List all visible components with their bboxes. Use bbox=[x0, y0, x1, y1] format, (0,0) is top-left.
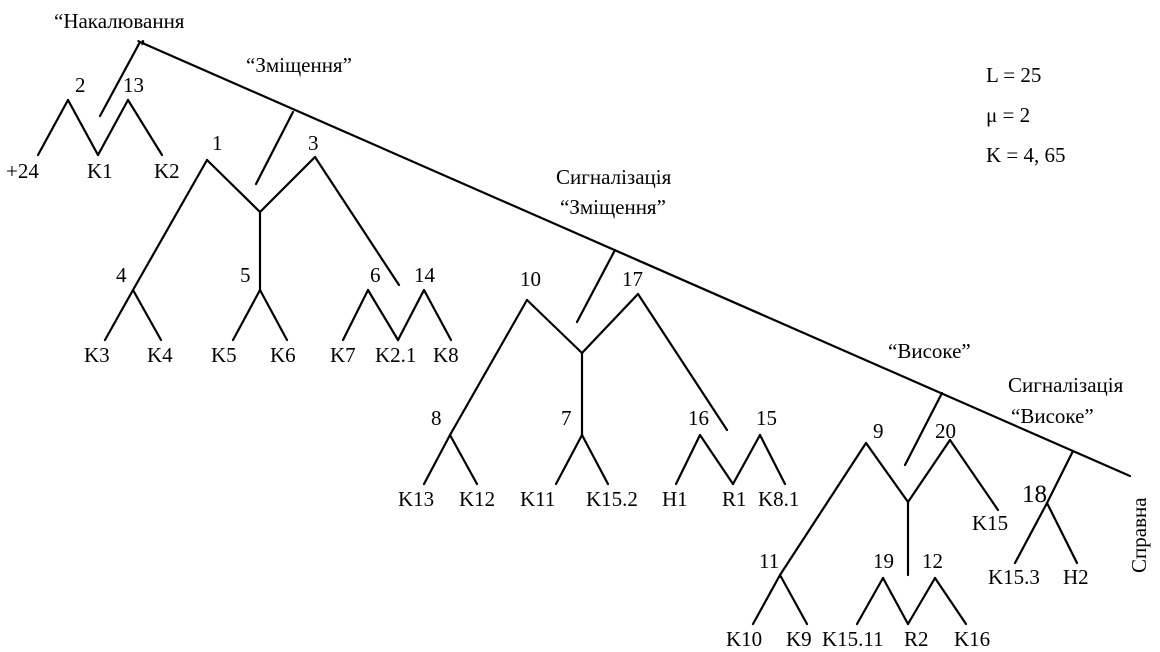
leaf-H2: H2 bbox=[1063, 565, 1089, 589]
label-signal-vysoke-2: “Високе” bbox=[1011, 404, 1094, 428]
leaf-K13: K13 bbox=[398, 487, 434, 511]
branch-vysoke bbox=[751, 391, 1000, 626]
leaf-K15-2: K15.2 bbox=[586, 487, 638, 511]
param-K: K = 4, 65 bbox=[986, 143, 1066, 167]
node-10: 10 bbox=[520, 267, 541, 291]
node-5: 5 bbox=[240, 263, 251, 287]
node-1: 1 bbox=[212, 131, 223, 155]
leaf-K8-1: K8.1 bbox=[758, 487, 799, 511]
leaf-K7: K7 bbox=[330, 343, 356, 367]
leaf-K12: K12 bbox=[459, 487, 495, 511]
branch-zmishchennia bbox=[103, 110, 453, 342]
node-17: 17 bbox=[622, 267, 643, 291]
leaf-K15: K15 bbox=[972, 511, 1008, 535]
leaf-K16: K16 bbox=[954, 627, 990, 651]
leaf-K8: K8 bbox=[433, 343, 459, 367]
leaf-K2-1: K2.1 bbox=[375, 343, 416, 367]
branch-signal-zmishchennia bbox=[422, 248, 787, 486]
leaf-K3: K3 bbox=[84, 343, 110, 367]
leaf-K1: K1 bbox=[87, 159, 113, 183]
leaf-K4: K4 bbox=[147, 343, 173, 367]
node-16: 16 bbox=[688, 406, 709, 430]
node-13: 13 bbox=[123, 73, 144, 97]
node-19: 19 bbox=[873, 549, 894, 573]
node-2: 2 bbox=[75, 73, 86, 97]
node-18: 18 bbox=[1022, 481, 1047, 508]
leaf-K10: K10 bbox=[726, 627, 762, 651]
node-12: 12 bbox=[922, 549, 943, 573]
leaf-K6: K6 bbox=[270, 343, 296, 367]
label-signal-zmishchennia-1: Сигналізація bbox=[556, 165, 672, 189]
leaf-K11: K11 bbox=[520, 487, 555, 511]
node-9: 9 bbox=[873, 419, 884, 443]
branch-signal-vysoke bbox=[1013, 449, 1079, 565]
node-6: 6 bbox=[370, 263, 381, 287]
label-spravna: Справна bbox=[1127, 497, 1151, 573]
leaf-K2: K2 bbox=[154, 159, 180, 183]
leaf-H1: H1 bbox=[662, 487, 688, 511]
label-zmishchennia: “Зміщення” bbox=[246, 53, 352, 77]
node-15: 15 bbox=[756, 406, 777, 430]
node-14: 14 bbox=[414, 263, 436, 287]
leaf-K15-11: K15.11 bbox=[822, 627, 884, 651]
main-spine-line bbox=[138, 40, 1132, 478]
param-mu: μ = 2 bbox=[986, 103, 1030, 127]
leaf-K15-3: K15.3 bbox=[988, 565, 1040, 589]
label-nakaluvannia: “Накалювання bbox=[54, 9, 185, 33]
leaf-K9: K9 bbox=[786, 627, 812, 651]
param-L: L = 25 bbox=[986, 63, 1041, 87]
leaf-plus24: +24 bbox=[6, 159, 39, 183]
label-vysoke: “Високе” bbox=[888, 339, 971, 363]
node-11: 11 bbox=[759, 549, 779, 573]
label-signal-zmishchennia-2: “Зміщення” bbox=[560, 195, 666, 219]
node-4: 4 bbox=[116, 263, 127, 287]
label-signal-vysoke-1: Сигналізація bbox=[1008, 373, 1124, 397]
branch-nakaluvannia bbox=[36, 40, 164, 157]
label-nakaluvannia-close: ” bbox=[136, 35, 145, 59]
leaf-K5: K5 bbox=[211, 343, 237, 367]
leaf-R1: R1 bbox=[722, 487, 747, 511]
node-3: 3 bbox=[308, 131, 319, 155]
node-20: 20 bbox=[935, 419, 956, 443]
leaf-R2: R2 bbox=[904, 627, 929, 651]
node-7: 7 bbox=[561, 406, 572, 430]
node-8: 8 bbox=[431, 406, 442, 430]
